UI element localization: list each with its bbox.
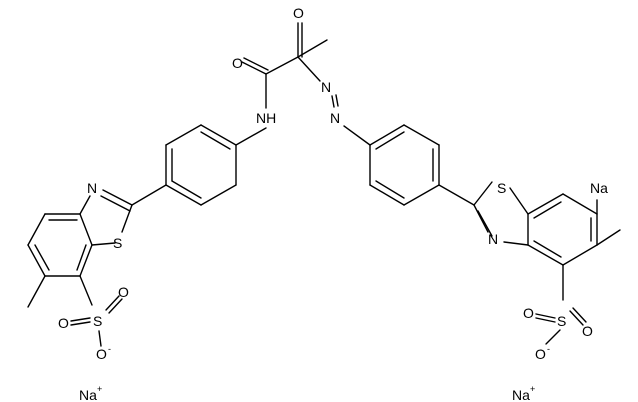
charge-na-left: + [97,384,102,394]
counter-ion-right: Na [512,387,530,402]
atom-o-right-2: O [582,323,593,339]
atom-o-right-3: O [535,346,546,362]
atom-s-left-thiazole: S [113,235,122,251]
atom-n-left-thiazole: N [87,180,97,196]
atom-n-azo-2: N [330,110,340,126]
atom-o-left-2: O [118,284,129,300]
atom-o-ketone: O [293,5,304,21]
charge-left-oxide: - [108,344,111,354]
atom-s-left-sulfo: S [93,313,102,329]
bonds [27,22,621,347]
charge-na-right: + [530,384,535,394]
atom-n-azo-1: N [321,79,331,95]
counter-ion-left: Na [79,387,97,402]
atom-nh: NH [256,110,276,126]
atom-na-right: Na [590,180,608,196]
atom-n-right-thiazole: N [488,231,498,247]
atom-labels: O O NH N N N S S O O O - N S Na S O O O … [58,5,608,402]
atom-o-left-3: O [96,346,107,362]
atom-s-right-sulfo: S [557,313,566,329]
atom-o-right-1: O [523,305,534,321]
atom-o-amide: O [232,55,243,71]
atom-s-right-thiazole: S [497,180,506,196]
charge-right-oxide: - [547,344,550,354]
atom-o-left-1: O [58,315,69,331]
